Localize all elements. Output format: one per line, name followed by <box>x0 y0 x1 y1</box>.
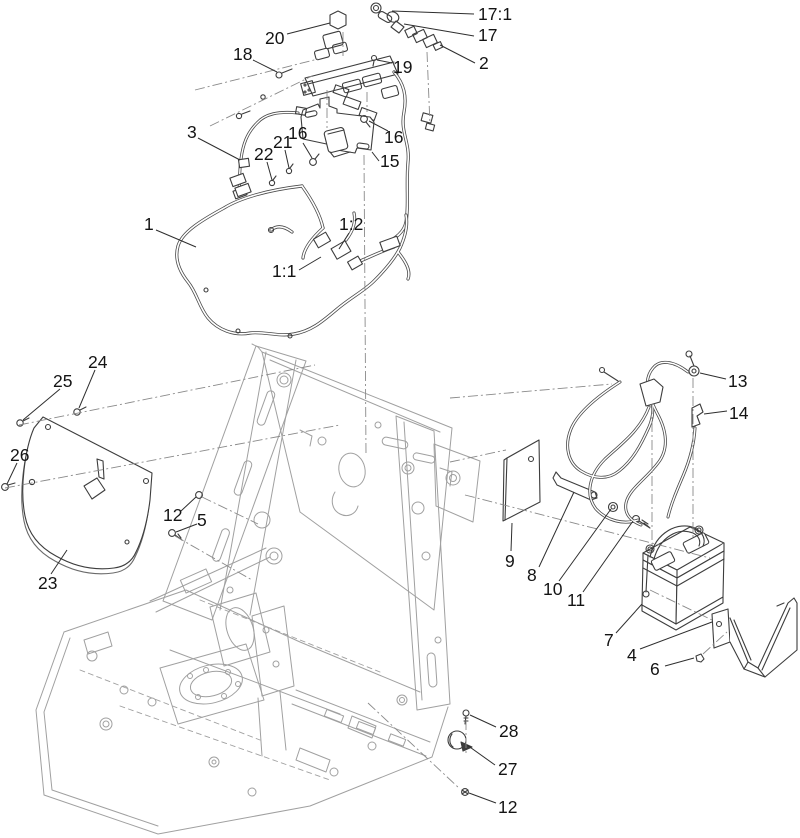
harness-right-wire <box>384 70 410 245</box>
mount-plate-9 <box>502 439 541 522</box>
terminal-boot <box>639 378 664 407</box>
callout-21: 21 <box>273 132 292 152</box>
chassis-frame <box>35 343 481 835</box>
switch-panel <box>300 30 400 122</box>
ring-terminal-13 <box>688 365 700 377</box>
leader-lines <box>6 10 728 804</box>
callout-12-a: 12 <box>163 505 182 525</box>
callout-1-2: 1:2 <box>339 214 363 234</box>
screw-18 <box>235 68 293 120</box>
callout-3: 3 <box>187 122 197 142</box>
cover-panel <box>21 416 153 575</box>
callout-28: 28 <box>499 721 518 741</box>
terminal-14 <box>691 403 704 428</box>
relay-bracket-15 <box>300 96 375 166</box>
callout-11: 11 <box>567 590 585 610</box>
callout-20: 20 <box>265 28 285 48</box>
callout-14: 14 <box>729 403 749 423</box>
wire-harness-loop <box>175 172 411 339</box>
callout-25: 25 <box>53 371 72 391</box>
callout-26: 26 <box>10 445 29 465</box>
callout-16-b: 16 <box>384 127 403 147</box>
callout-7: 7 <box>604 630 614 650</box>
key-set <box>370 2 393 23</box>
callout-1: 1 <box>144 214 154 234</box>
callout-22: 22 <box>254 144 273 164</box>
key-switch <box>386 11 405 34</box>
callout-17: 17 <box>478 25 497 45</box>
callout-13: 13 <box>728 371 747 391</box>
battery-hold-down <box>552 471 651 529</box>
centerlines <box>4 32 728 790</box>
callout-4: 4 <box>627 645 637 665</box>
callout-labels: 17:1 17 2 20 18 19 3 16 21 22 16 15 1 1:… <box>10 4 749 817</box>
callout-16-a: 16 <box>288 123 307 143</box>
callout-1-1: 1:1 <box>272 261 296 281</box>
callout-2: 2 <box>479 53 489 73</box>
connector-2 <box>404 25 444 132</box>
callout-6: 6 <box>650 659 660 679</box>
lower-hardware <box>447 709 473 796</box>
battery-cables <box>566 350 704 527</box>
battery-tray <box>695 597 798 678</box>
callout-12-b: 12 <box>498 797 517 817</box>
callout-17-1: 17:1 <box>478 4 512 24</box>
callout-27: 27 <box>498 759 517 779</box>
callout-18: 18 <box>233 44 252 64</box>
callout-23: 23 <box>38 573 57 593</box>
callout-24: 24 <box>88 352 108 372</box>
callout-15: 15 <box>380 151 399 171</box>
battery-handle <box>649 525 705 558</box>
callout-9: 9 <box>505 551 515 571</box>
hex-plug <box>329 10 347 30</box>
parts <box>1 2 798 796</box>
callout-19: 19 <box>393 57 412 77</box>
callout-5: 5 <box>197 510 207 530</box>
battery <box>641 525 725 631</box>
nut-6 <box>695 653 705 663</box>
callout-10: 10 <box>543 579 563 599</box>
callout-8: 8 <box>527 565 537 585</box>
